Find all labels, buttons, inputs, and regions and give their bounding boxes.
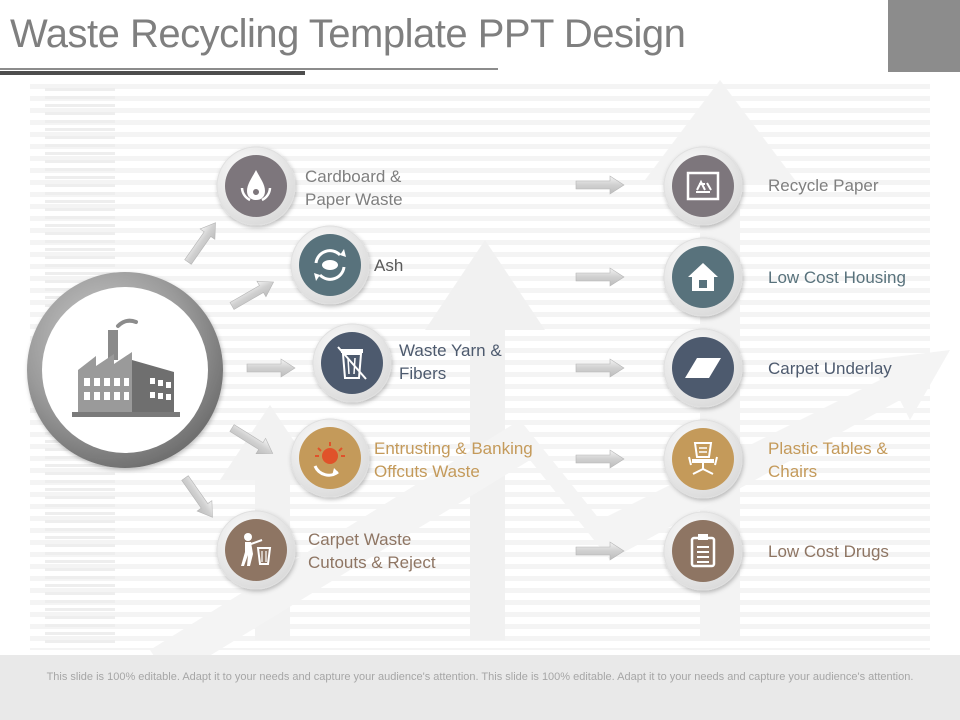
- source-label-1-line1: Cardboard &: [305, 167, 402, 186]
- source-label-5-line2: Cutouts & Reject: [308, 553, 436, 572]
- connector-hub-to-source-1: [180, 217, 224, 268]
- background-arrow-up-middle: [425, 240, 545, 640]
- output-label-3-text: Carpet Underlay: [768, 359, 892, 378]
- connector-hub-to-source-3: [246, 358, 296, 378]
- connector-hub-to-source-4: [226, 420, 278, 462]
- page-title: Waste Recycling Template PPT Design: [10, 12, 686, 56]
- source-label-4-line1: Entrusting & Banking: [374, 439, 533, 458]
- output-label-4: Plastic Tables & Chairs: [768, 437, 960, 483]
- title-underline-accent: [0, 71, 305, 75]
- source-label-5-line1: Carpet Waste: [308, 530, 412, 549]
- factory-icon: [72, 318, 180, 417]
- person-bin-icon: [241, 533, 272, 566]
- connector-row-4: [575, 449, 625, 469]
- output-label-2: Low Cost Housing: [768, 266, 960, 289]
- output-label-1: Recycle Paper: [768, 174, 960, 197]
- carpet-icon: [685, 358, 721, 378]
- source-label-2: Ash: [374, 254, 574, 277]
- source-label-4: Entrusting & Banking Offcuts Waste: [374, 437, 574, 483]
- chair-icon: [688, 442, 718, 475]
- source-label-1: Cardboard & Paper Waste: [305, 165, 505, 211]
- source-label-2-line1: Ash: [374, 256, 404, 275]
- title-underline: [0, 68, 498, 70]
- output-label-3: Carpet Underlay: [768, 357, 960, 380]
- corner-accent-box: [888, 0, 960, 72]
- connector-hub-to-source-5: [177, 472, 221, 523]
- source-label-3-line1: Waste Yarn &: [399, 341, 502, 360]
- output-label-4-line2: Chairs: [768, 462, 818, 481]
- footer-bar: [0, 655, 960, 720]
- source-label-3-line2: Fibers: [399, 364, 447, 383]
- source-label-1-line2: Paper Waste: [305, 190, 403, 209]
- output-label-5: Low Cost Drugs: [768, 540, 960, 563]
- connector-row-2: [575, 267, 625, 287]
- source-label-4-line2: Offcuts Waste: [374, 462, 480, 481]
- ash-recycle-icon: [314, 249, 346, 281]
- connector-row-1: [575, 175, 625, 195]
- house-icon: [688, 263, 718, 291]
- clipboard-icon: [690, 534, 716, 568]
- sun-recycle-icon: [313, 442, 345, 477]
- source-label-3: Waste Yarn & Fibers: [399, 339, 599, 385]
- recycle-box-icon: [686, 171, 720, 201]
- water-drop-recycle-icon: [240, 170, 272, 202]
- output-label-5-text: Low Cost Drugs: [768, 542, 889, 561]
- output-label-2-text: Low Cost Housing: [768, 268, 906, 287]
- output-label-4-line1: Plastic Tables &: [768, 439, 888, 458]
- source-label-5: Carpet Waste Cutouts & Reject: [308, 528, 508, 574]
- connector-row-5: [575, 541, 625, 561]
- footer-text: This slide is 100% editable. Adapt it to…: [46, 671, 914, 683]
- trash-crossed-icon: [337, 346, 367, 380]
- connector-hub-to-source-2: [227, 273, 279, 315]
- source-circle-5: [216, 510, 296, 590]
- output-label-1-text: Recycle Paper: [768, 176, 879, 195]
- source-circle-5-fill: [225, 519, 287, 581]
